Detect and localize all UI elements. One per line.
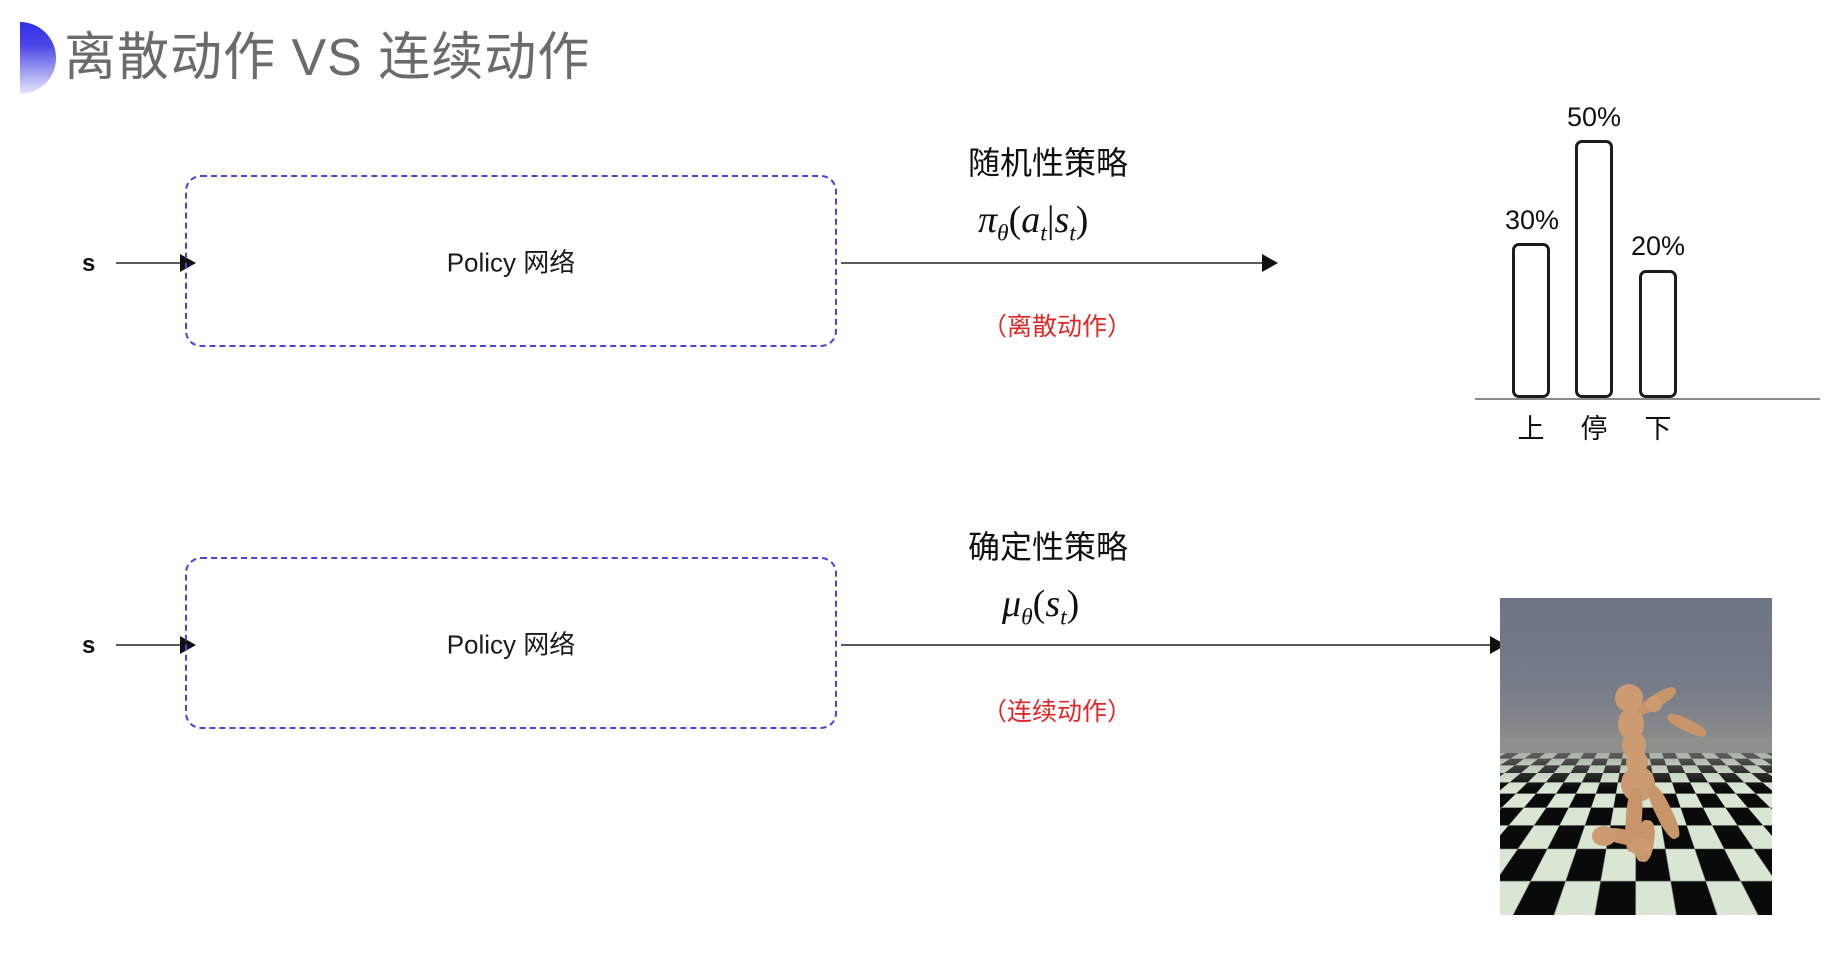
title-decoration-icon [20,22,56,94]
formula-open-paren-2: ( [1032,583,1046,625]
formula-pi-symbol: π [978,199,998,241]
action-type-note-row2: （连续动作） [982,698,1133,726]
policy-type-label-row2: 确定性策略 [968,529,1129,565]
action-probability-bar-chart: 30% 上 50% 停 20% 下 [1455,95,1820,444]
state-label-row2: s [82,632,96,659]
bar-1 [1575,140,1613,398]
input-arrow-head-row2 [180,636,196,654]
humanoid-right-foot [1630,838,1652,856]
humanoid-hand [1646,696,1662,712]
policy-formula-row1: πθ(at|st) [978,198,1088,248]
output-arrow-head-row1 [1262,254,1278,272]
bottom-edge-bar [0,963,1846,966]
output-arrow-line-row2 [841,644,1497,646]
formula-close-paren-2: ) [1066,583,1080,625]
formula-action-subscript: t [1040,220,1047,247]
input-arrow-line-row1 [116,262,188,264]
formula-state-symbol-2: s [1045,583,1061,625]
policy-network-label-row2: Policy 网络 [446,629,576,660]
formula-conditional-bar: | [1046,199,1055,241]
policy-network-box-row1[interactable]: Policy 网络 [185,175,837,347]
bar-value-0: 30% [1504,205,1560,235]
bar-category-2: 下 [1644,414,1672,444]
policy-type-label-row1: 随机性策略 [968,145,1129,181]
state-label-row1: s [82,250,96,277]
input-arrow-line-row2 [116,644,188,646]
formula-action-symbol: a [1021,199,1041,241]
bar-value-2: 20% [1630,231,1686,261]
input-arrow-head-row1 [180,254,196,272]
formula-mu-symbol: μ [1002,583,1022,625]
formula-open-paren: ( [1008,199,1022,241]
output-arrow-line-row1 [841,262,1269,264]
bar-category-1: 停 [1580,414,1608,444]
page-title: 离散动作 VS 连续动作 [64,29,591,87]
formula-close-paren: ) [1075,199,1089,241]
bar-value-1: 50% [1566,102,1622,132]
bar-category-0: 上 [1517,414,1545,444]
formula-theta-subscript: θ [997,220,1009,247]
humanoid-simulation-image [1500,598,1772,915]
formula-state-subscript-2: t [1060,604,1067,631]
policy-network-label-row1: Policy 网络 [446,247,576,278]
formula-state-symbol: s [1054,199,1070,241]
formula-state-subscript: t [1069,220,1076,247]
policy-network-box-row2[interactable]: Policy 网络 [185,557,837,729]
bar-0 [1512,243,1550,398]
formula-theta-subscript-2: θ [1021,604,1033,631]
chart-baseline-axis [1475,398,1820,400]
bar-2 [1639,270,1677,398]
policy-formula-row2: μθ(st) [1002,582,1079,632]
humanoid-left-foot [1592,826,1616,846]
action-type-note-row1: （离散动作） [982,313,1133,341]
